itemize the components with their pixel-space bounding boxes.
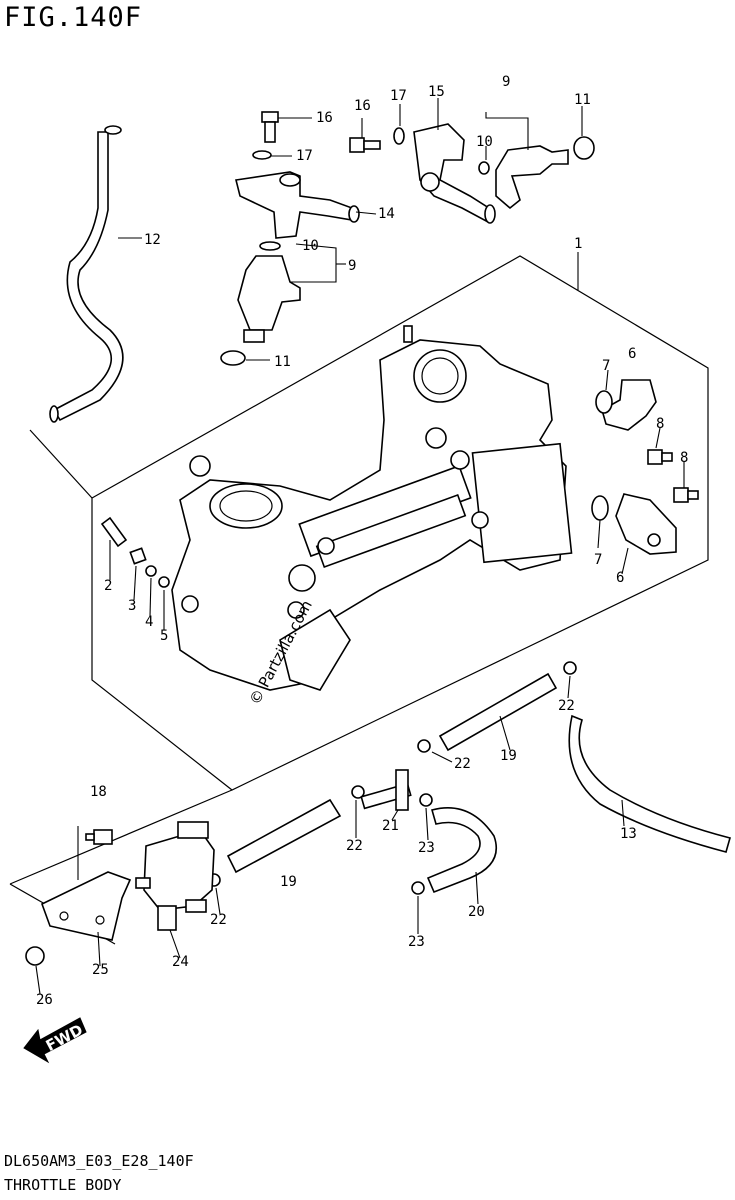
callout-8-upper: 8 xyxy=(656,416,664,432)
callout-19-lower: 19 xyxy=(280,874,297,890)
washer-17-right xyxy=(393,127,405,145)
callout-15: 15 xyxy=(428,84,445,100)
callout-16-left: 16 xyxy=(316,110,333,126)
o-ring-7-lower xyxy=(591,495,609,521)
callout-12: 12 xyxy=(144,232,161,248)
callout-19-upper: 19 xyxy=(500,748,517,764)
callout-17-right: 17 xyxy=(390,88,407,104)
callout-16-right: 16 xyxy=(354,98,371,114)
clamp-22-c xyxy=(351,785,365,799)
callout-5: 5 xyxy=(160,628,168,644)
callout-26: 26 xyxy=(36,992,53,1008)
callout-10-right: 10 xyxy=(476,134,493,150)
screw-16-right xyxy=(349,137,381,153)
screw-2 xyxy=(100,516,128,548)
clamp-23-b xyxy=(411,881,425,895)
figure-title: FIG.140F xyxy=(4,2,143,33)
washer-17-left xyxy=(252,150,272,160)
delivery-pipe-14 xyxy=(235,171,360,239)
screw-8-upper xyxy=(647,449,673,465)
callout-14: 14 xyxy=(378,206,395,222)
o-ring-7-upper xyxy=(595,390,613,414)
callout-9-right: 9 xyxy=(502,74,510,90)
o-ring-5 xyxy=(158,576,170,588)
callout-21: 21 xyxy=(382,818,399,834)
callout-2: 2 xyxy=(104,578,112,594)
callout-18: 18 xyxy=(90,784,107,800)
callout-10-left: 10 xyxy=(302,238,319,254)
clamp-22-b xyxy=(417,739,431,753)
callout-9-left: 9 xyxy=(348,258,356,274)
cushion-11-right xyxy=(573,136,595,160)
callout-1: 1 xyxy=(574,236,582,252)
fwd-arrow-icon: FWD xyxy=(23,1017,87,1064)
callout-6-lower: 6 xyxy=(616,570,624,586)
solenoid-valve-24 xyxy=(135,821,215,931)
delivery-pipe-15 xyxy=(413,123,496,224)
screw-8-lower xyxy=(673,487,699,503)
callout-8-lower: 8 xyxy=(680,450,688,466)
fwd-label: FWD xyxy=(43,1021,86,1055)
washer-4 xyxy=(145,565,157,577)
sensor-6-upper xyxy=(601,379,657,431)
drawing-name: THROTTLE BODY xyxy=(4,1176,122,1194)
hose-20 xyxy=(426,807,498,894)
hose-19-lower xyxy=(226,798,342,874)
injector-9-left xyxy=(237,241,301,343)
callout-23-b: 23 xyxy=(408,934,425,950)
callout-7-lower: 7 xyxy=(594,552,602,568)
callout-11-right: 11 xyxy=(574,92,591,108)
nut-26 xyxy=(25,946,45,966)
callout-3: 3 xyxy=(128,598,136,614)
joint-21 xyxy=(360,769,412,811)
drawing-code: DL650AM3_E03_E28_140F xyxy=(4,1152,194,1170)
leader-lines xyxy=(35,98,685,995)
bracket-25 xyxy=(41,871,132,941)
callout-17-left: 17 xyxy=(296,148,313,164)
callout-22-b: 22 xyxy=(454,756,471,772)
screw-16-left xyxy=(261,111,279,143)
callout-22-c: 22 xyxy=(346,838,363,854)
clamp-23-a xyxy=(419,793,433,807)
callout-11-left: 11 xyxy=(274,354,291,370)
cushion-11-left xyxy=(220,350,246,366)
sensor-6-lower xyxy=(615,493,677,555)
throttle-body-1 xyxy=(171,325,573,691)
callout-6-upper: 6 xyxy=(628,346,636,362)
hose-12 xyxy=(49,125,124,423)
callout-13: 13 xyxy=(620,826,637,842)
callout-7-upper: 7 xyxy=(602,358,610,374)
callout-24: 24 xyxy=(172,954,189,970)
spring-3 xyxy=(129,547,147,565)
callout-25: 25 xyxy=(92,962,109,978)
callout-23-a: 23 xyxy=(418,840,435,856)
hose-13 xyxy=(568,714,731,853)
callout-4: 4 xyxy=(145,614,153,630)
callout-labels: 1 2 3 4 5 6 6 7 7 8 8 9 9 10 10 11 11 12… xyxy=(36,74,688,1008)
hose-19-upper xyxy=(438,672,558,752)
clamp-22-a xyxy=(563,661,577,675)
screw-18 xyxy=(85,829,113,845)
injector-9-right xyxy=(478,145,569,210)
callout-22-a: 22 xyxy=(558,698,575,714)
callout-20: 20 xyxy=(468,904,485,920)
callout-22-d: 22 xyxy=(210,912,227,928)
